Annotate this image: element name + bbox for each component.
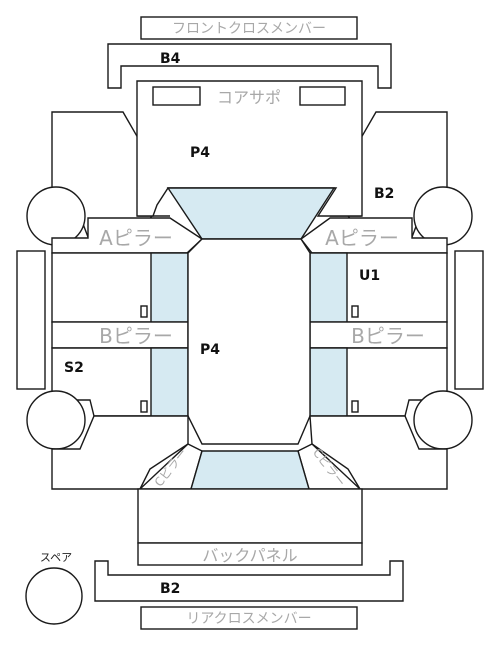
left-front-window <box>150 252 189 323</box>
b-pillar-left[interactable] <box>51 321 189 349</box>
rear-window-glass <box>190 450 310 490</box>
left-rear-window <box>150 347 189 417</box>
spare-tire-icon[interactable] <box>25 567 83 625</box>
front-member-code: B4 <box>160 51 181 67</box>
front-left-wheel-icon[interactable] <box>26 186 86 246</box>
left-rear-door-code: S2 <box>64 360 84 376</box>
right-side-step[interactable] <box>454 250 484 390</box>
core-support-slot-left <box>152 86 201 106</box>
back-panel-label: バックパネル <box>202 546 297 565</box>
rear-left-wheel-icon[interactable] <box>26 390 86 450</box>
trunk-lid[interactable] <box>137 488 363 544</box>
spare-label: スペア <box>40 551 72 564</box>
roof-code: P4 <box>200 342 220 358</box>
front-cross-member-box[interactable] <box>140 16 358 40</box>
a-pillar-left-label: Aピラー <box>99 226 173 250</box>
windshield-glass <box>166 187 336 240</box>
right-rear-door-handle <box>351 400 359 413</box>
front-cross-member-label: フロントクロスメンバー <box>172 21 326 37</box>
rear-member-part[interactable] <box>94 560 404 602</box>
front-member-part[interactable] <box>107 43 392 89</box>
right-front-window <box>309 252 348 323</box>
rear-cross-member-label: リアクロスメンバー <box>186 611 311 627</box>
left-front-door-handle <box>140 305 148 318</box>
b-pillar-right-label: Bピラー <box>351 324 425 348</box>
front-right-wheel-icon[interactable] <box>413 186 473 246</box>
rear-cross-member-box[interactable] <box>140 606 358 630</box>
b-pillar-right[interactable] <box>309 321 448 349</box>
roof-panel[interactable] <box>187 238 311 445</box>
right-front-door-handle <box>351 305 359 318</box>
core-support-slot-right <box>299 86 346 106</box>
right-rear-window <box>309 347 348 417</box>
rear-right-wheel-icon[interactable] <box>413 390 473 450</box>
b-pillar-left-label: Bピラー <box>99 324 173 348</box>
front-right-fender-code: B2 <box>374 186 394 202</box>
left-side-step[interactable] <box>16 250 46 390</box>
rear-member-code: B2 <box>160 581 180 597</box>
core-support-label: コアサポ <box>217 88 281 107</box>
left-rear-door-handle <box>140 400 148 413</box>
back-panel[interactable] <box>137 542 363 566</box>
a-pillar-right-label: Aピラー <box>325 226 399 250</box>
hood-code: P4 <box>190 145 210 161</box>
right-front-door-code: U1 <box>359 268 380 284</box>
